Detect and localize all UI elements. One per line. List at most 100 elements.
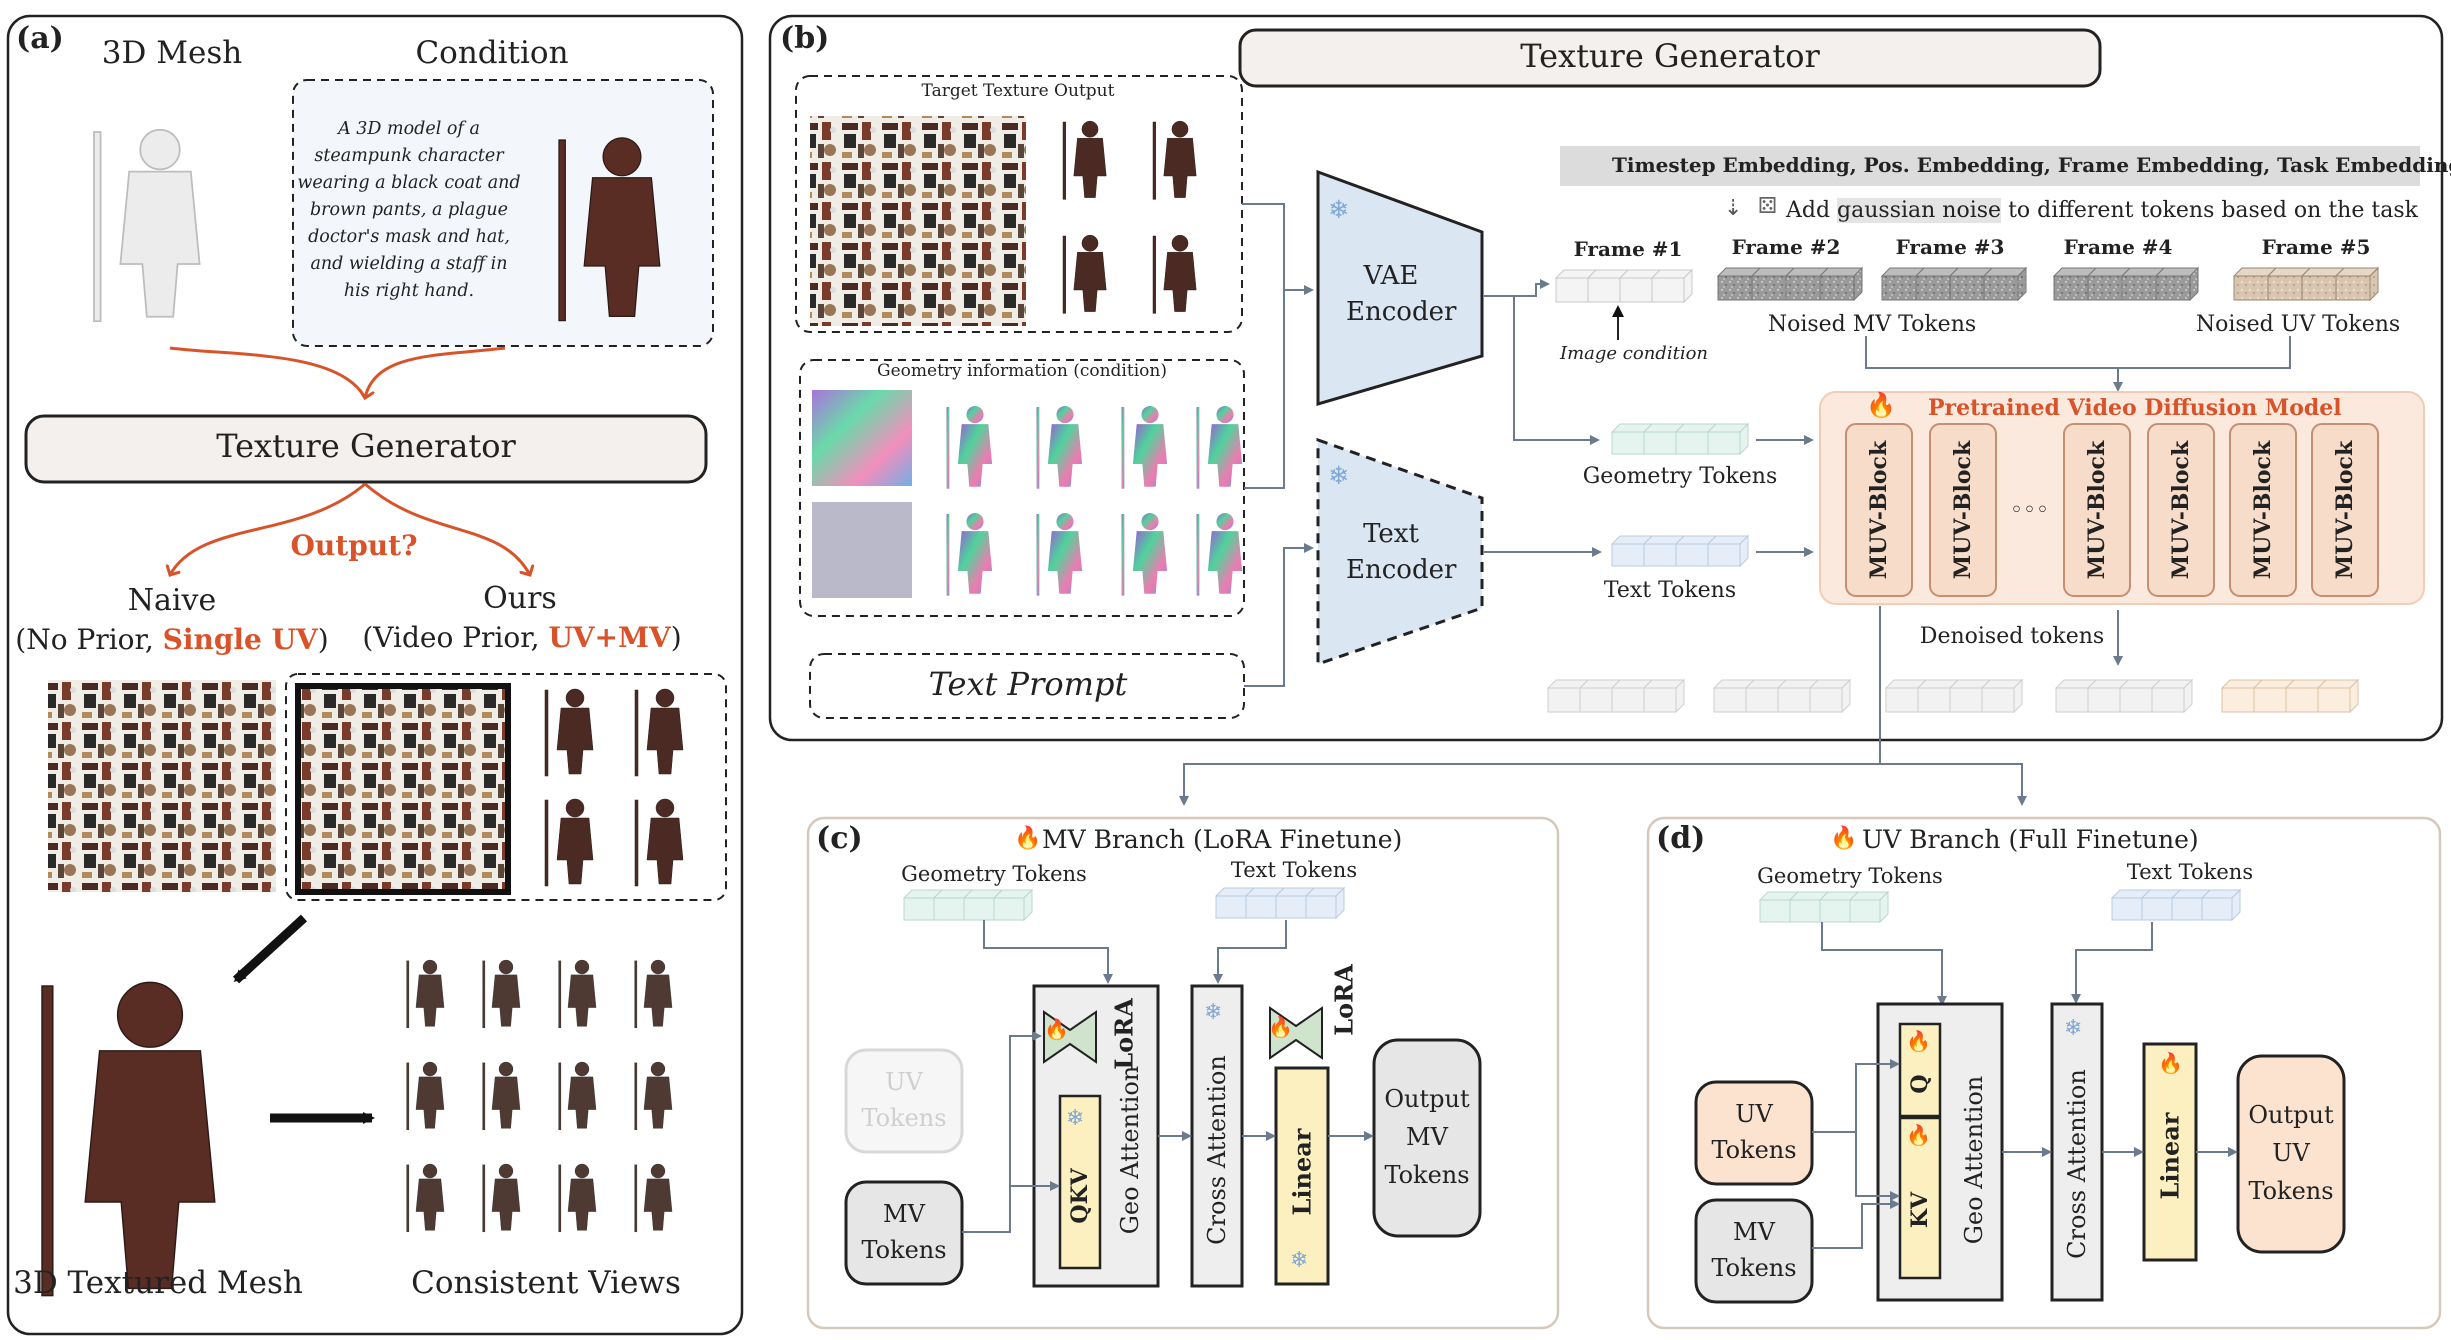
text-encoder-label: Text Encoder [1346, 516, 1457, 588]
token-cube [1776, 679, 1820, 713]
muv-block-label: MUV-Block [2084, 440, 2110, 580]
d-mv-tokens-box [1694, 1198, 1814, 1304]
c-conn-mv-lora [1009, 1031, 1042, 1186]
token-cube [1788, 891, 1830, 923]
conn-vae-frames [1484, 279, 1550, 297]
text-enc-line: Encoder [1346, 555, 1457, 585]
token-cube [1274, 887, 1316, 919]
c-geo-attention-label: Geo Attention [1116, 1065, 1144, 1235]
d-q-label: Q [1907, 1074, 1933, 1094]
consistent-views-caption: Consistent Views [411, 1265, 681, 1301]
embedding-text: Timestep Embedding, Pos. Embedding, Fram… [1612, 153, 2451, 177]
d-mv-line: Tokens [1711, 1254, 1797, 1282]
view-thumbnail [634, 1163, 673, 1233]
token-cube [2232, 267, 2278, 301]
token-cube [1914, 267, 1960, 301]
naive-subtitle: (No Prior, Single UV) [15, 623, 328, 656]
denoised-label: Denoised tokens [1919, 624, 2105, 649]
mesh-figure [92, 128, 201, 323]
dice-icon: ⚄ [1758, 194, 1778, 219]
token-cube [1244, 887, 1286, 919]
panel-b-frame [768, 14, 2444, 742]
token-cube [1610, 423, 1654, 455]
c-geometry-tokens-label: Geometry Tokens [901, 862, 1087, 886]
d-kv-box [1898, 1116, 1942, 1280]
panel-d-frame [1646, 816, 2442, 1330]
text-token-row [1610, 534, 1750, 568]
d-fire-icon: 🔥 [1830, 826, 1858, 851]
muv-block-label: MUV-Block [2250, 440, 2276, 580]
condition-line: doctor's mask and hat, [308, 227, 510, 247]
view-thumbnail [406, 1163, 445, 1233]
generator-title-a: Texture Generator [216, 427, 516, 465]
token-cube [1808, 678, 1852, 714]
token-cube [2086, 267, 2132, 301]
c-text-tokens-label: Text Tokens [1230, 858, 1358, 882]
c-output-line: MV [1406, 1123, 1448, 1151]
c-mv-line: MV [883, 1200, 925, 1228]
token-cube [1848, 890, 1890, 924]
geometry-info-label: Geometry information (condition) [877, 361, 1167, 381]
view-thumbnail [482, 1163, 521, 1233]
c-lora-fire-icon: 🔥 [1044, 1017, 1069, 1041]
c-output-label: Output MV Tokens [1374, 1080, 1480, 1194]
panel-a-frame [6, 14, 744, 1336]
target-mv-views [1062, 120, 1197, 314]
token-cube [1214, 887, 1256, 919]
ours-sub-c: ) [670, 621, 682, 654]
c-uv-line: Tokens [861, 1104, 947, 1132]
d-kv-label: KV [1907, 1191, 1933, 1229]
c-mv-line: Tokens [861, 1236, 947, 1264]
token-cube [1610, 535, 1654, 567]
text-prompt-box [809, 653, 1245, 719]
c-linear-box [1274, 1066, 1330, 1286]
d-output-label: Output UV Tokens [2238, 1096, 2344, 1210]
conn-b-to-c [1179, 606, 1881, 806]
token-cube [902, 889, 944, 921]
token-cube [2316, 678, 2360, 714]
vae-snowflake-icon: ❄ [1328, 195, 1349, 224]
d-q-box [1898, 1022, 1942, 1118]
condition-line: wearing a black coat and [297, 173, 521, 193]
text-enc-snowflake-icon: ❄ [1328, 461, 1349, 490]
token-cube [1586, 269, 1630, 303]
c-lora-label-1: LoRA [1109, 998, 1139, 1070]
d-linear-label: Linear [2155, 1112, 2185, 1200]
token-cube [1948, 679, 1992, 713]
arrow-to-ours [364, 482, 530, 575]
d-mv-tokens-label: MV Tokens [1696, 1214, 1812, 1286]
token-cube [1642, 678, 1686, 714]
c-fire-icon: 🔥 [1014, 826, 1042, 851]
c-cross-attention-label: Cross Attention [1203, 1055, 1231, 1245]
d-text-tokens-label: Text Tokens [2126, 860, 2254, 884]
view-thumbnail [482, 959, 521, 1029]
muv-block [2063, 423, 2131, 597]
ours-uv-map [295, 683, 511, 895]
consistent-views-grid [406, 959, 673, 1233]
d-geometry-token-row [1758, 890, 1890, 924]
frame-4-label: Frame #4 [2063, 235, 2173, 259]
geometry-token-row [1610, 422, 1750, 456]
condition-line: brown pants, a plague [309, 200, 509, 220]
generator-pill-a [24, 414, 708, 484]
d-output-box [2236, 1054, 2346, 1254]
conn-target-vae [1242, 203, 1285, 290]
muv-block [1845, 423, 1913, 597]
noise-pre: Add [1786, 198, 1838, 223]
token-cube [2140, 889, 2182, 921]
d-geometry-tokens-label: Geometry Tokens [1757, 864, 1943, 888]
token-cube [2220, 679, 2264, 713]
geometry-views [946, 406, 1243, 596]
c-linear-snowflake-icon: ❄ [1290, 1248, 1309, 1273]
frame-5-label: Frame #5 [2261, 235, 2371, 259]
diffusion-fire-icon: 🔥 [1866, 391, 1896, 419]
muv-block-label: MUV-Block [1950, 440, 1976, 580]
naive-sub-b: Single UV [162, 623, 318, 656]
d-cross-snowflake-icon: ❄ [2064, 1016, 2083, 1041]
generator-title-b: Texture Generator [1520, 37, 1820, 75]
muv-block [1929, 423, 1997, 597]
muv-ellipsis: ◦◦◦ [2010, 498, 2049, 523]
conn-b-to-d [1880, 763, 2027, 806]
d-cross-attention-box [2050, 1002, 2104, 1302]
